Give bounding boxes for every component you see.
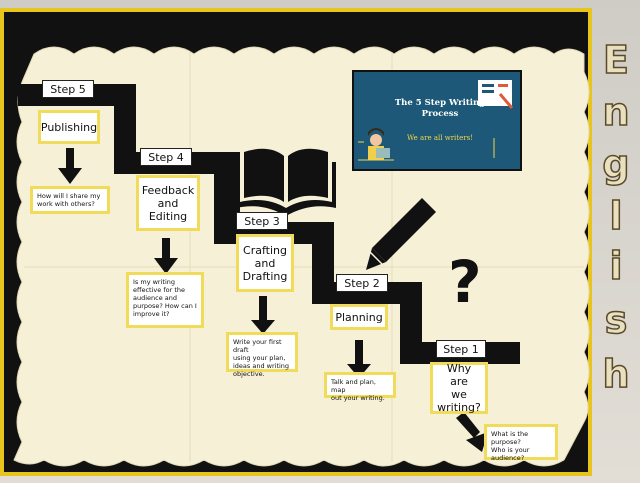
step2-question-card: Talk and plan, map out your writing.	[324, 372, 396, 402]
poster-art	[358, 80, 514, 161]
down-arrow-step4	[154, 238, 178, 274]
letter-n: n	[602, 90, 631, 134]
step4-label: Step 4	[140, 148, 192, 166]
letter-g: g	[602, 142, 631, 186]
step5-title-card: Publishing	[38, 110, 100, 144]
letter-l: l	[609, 194, 624, 238]
step4-question-card: Is my writing effective for the audience…	[126, 272, 204, 328]
poster-subtitle: We are all writers!	[406, 134, 474, 142]
poster-title: The 5 Step Writing Process	[394, 98, 486, 119]
step2-label: Step 2	[336, 274, 388, 292]
letter-e: E	[602, 38, 629, 82]
down-arrow-step2	[347, 340, 371, 378]
writing-process-poster: The 5 Step Writing Process We are all wr…	[352, 70, 522, 171]
question-mark-decoration: ?	[448, 248, 482, 316]
step3-question-card: Write your first draft using your plan, …	[226, 332, 298, 378]
step5-question-card: How will I share my work with others?	[30, 186, 110, 214]
step3-title-card: Crafting and Drafting	[236, 234, 294, 292]
step5-label: Step 5	[42, 80, 94, 98]
down-arrow-step3	[251, 296, 275, 334]
step3-label: Step 3	[236, 212, 288, 230]
pencil-icon	[366, 198, 436, 270]
step2-title-card: Planning	[330, 304, 388, 330]
letter-s: s	[604, 298, 628, 342]
diagonal-arrow-step1	[456, 412, 488, 452]
step4-title-card: Feedback and Editing	[136, 175, 200, 231]
step1-title-card: Why are we writing?	[430, 362, 488, 414]
down-arrow-step5	[58, 148, 82, 184]
book-icon	[236, 148, 336, 216]
letter-h: h	[602, 352, 631, 396]
letter-i: i	[609, 244, 624, 288]
step1-label: Step 1	[436, 340, 486, 358]
step1-question-card: What is the purpose? Who is your audienc…	[484, 424, 558, 462]
